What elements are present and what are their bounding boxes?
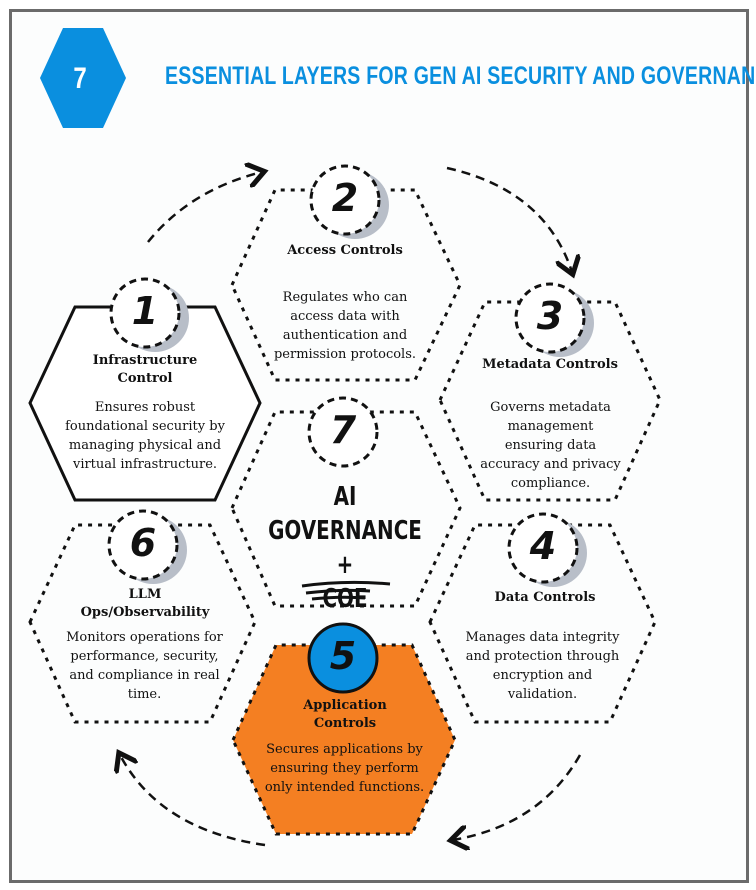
layer-4-title: Data Controls [494, 590, 596, 605]
layer-5-description: Secures applications by ensuring they pe… [264, 742, 425, 795]
header-hexagon [40, 28, 126, 128]
layer-2-title: Access Controls [287, 243, 403, 258]
layer-1-number: 1 [131, 289, 159, 333]
layer-1-description: Ensures robust foundational security by … [65, 400, 225, 472]
layer-5-title: Application Controls [303, 698, 387, 731]
arrow-bottom-left [120, 755, 266, 847]
header-badge-number: 7 [73, 62, 87, 95]
arrow-top-right [446, 166, 572, 272]
center-line-2: + [336, 550, 354, 580]
layer-3-number: 3 [536, 294, 564, 338]
arrow-top-left [147, 172, 262, 243]
center-number: 7 [329, 408, 357, 452]
layer-2-description: Regulates who can access data with authe… [273, 290, 417, 362]
layer-3-title: Metadata Controls [482, 357, 618, 372]
number-circles [107, 164, 594, 694]
layer-3-description: Governs metadata management ensuring dat… [480, 400, 621, 491]
layer-6-description: Monitors operations for performance, sec… [66, 630, 223, 702]
hex-6 [28, 523, 257, 724]
underline-strokes [301, 580, 391, 601]
center-line-1: AI GOVERNANCE [268, 482, 422, 546]
hex-1 [28, 305, 262, 502]
layer-2-number: 2 [331, 176, 359, 220]
layer-1-title: Infrastructure Control [92, 353, 198, 386]
layer-5-number: 5 [329, 634, 357, 678]
hex-4 [428, 523, 657, 724]
page-title: ESSENTIAL LAYERS FOR GEN AI SECURITY AND… [165, 62, 756, 90]
layer-6-number: 6 [129, 521, 157, 565]
layer-4-description: Manages data integrity and protection th… [465, 630, 620, 702]
arrow-bottom-right [453, 754, 582, 840]
center-line-3: COE [322, 584, 368, 614]
layer-4-number: 4 [529, 524, 557, 568]
center-label: AI GOVERNANCE + COE [260, 480, 430, 616]
layer-6-title: LLM Ops/Observability [80, 587, 210, 620]
hex-5 [231, 643, 457, 836]
hex-7 [230, 410, 462, 608]
